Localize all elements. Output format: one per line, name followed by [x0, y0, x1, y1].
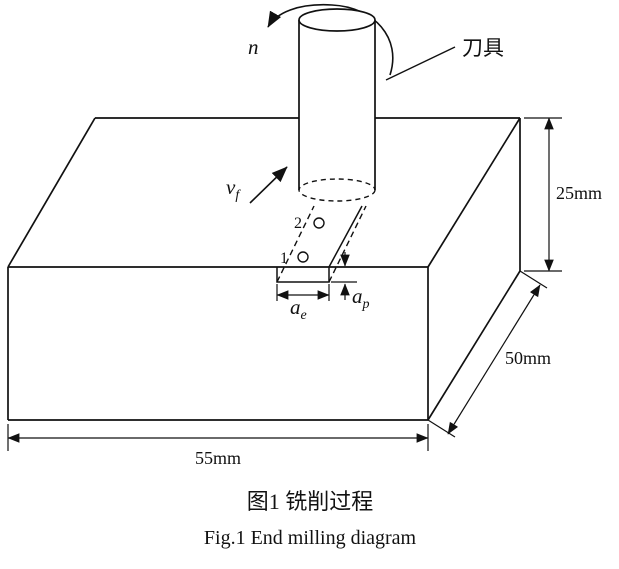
caption-zh: 图1 铣削过程 — [247, 489, 374, 514]
measure-point-1-circle — [297, 251, 309, 263]
box-top-right-edge — [427, 117, 521, 268]
cutter-tool — [298, 8, 376, 202]
feed-label-sub: f — [235, 188, 241, 203]
ap-dimension — [331, 252, 357, 300]
ap-label-main: a — [352, 284, 363, 308]
box-bottom-right-edge — [427, 270, 521, 421]
slot-hidden-right-edge — [328, 205, 367, 283]
point-2-label: 2 — [294, 215, 302, 232]
ap-label: ap — [352, 284, 370, 312]
cylinder-top-ellipse — [298, 8, 376, 32]
slot-front-notch — [276, 267, 330, 283]
point-1-label: 1 — [280, 250, 288, 267]
ae-label-main: a — [290, 295, 301, 319]
spindle-speed-label: n — [248, 35, 259, 59]
height-dimension-label: 25mm — [556, 183, 602, 203]
milled-slot — [276, 205, 367, 283]
depth-dimension-label: 50mm — [505, 348, 551, 368]
feed-label: vf — [226, 175, 241, 203]
width-dimension-label: 55mm — [195, 448, 241, 468]
depth-dimension — [427, 270, 548, 438]
feed-direction-arrow — [249, 166, 288, 204]
tool-leader-line — [385, 46, 456, 81]
height-dimension — [524, 117, 562, 272]
cylinder-bottom-ellipse-hidden — [298, 178, 376, 202]
tool-label: 刀具 — [462, 36, 504, 60]
ap-label-sub: p — [362, 297, 370, 312]
depth-dimension-line — [447, 284, 541, 435]
ae-dimension — [276, 284, 330, 301]
slot-hidden-left-edge — [276, 205, 315, 283]
box-top-left-edge — [7, 117, 96, 268]
spindle-rotation-arrow — [267, 3, 394, 76]
depth-extension-back — [519, 270, 548, 289]
slot-top-right-edge — [328, 205, 363, 268]
feed-label-main: v — [226, 175, 236, 199]
ae-label-sub: e — [301, 308, 307, 323]
ae-label: ae — [290, 295, 307, 323]
measure-point-2-circle — [313, 217, 325, 229]
caption-en: Fig.1 End milling diagram — [204, 527, 417, 549]
width-dimension — [7, 424, 429, 451]
workpiece-box — [7, 117, 521, 421]
